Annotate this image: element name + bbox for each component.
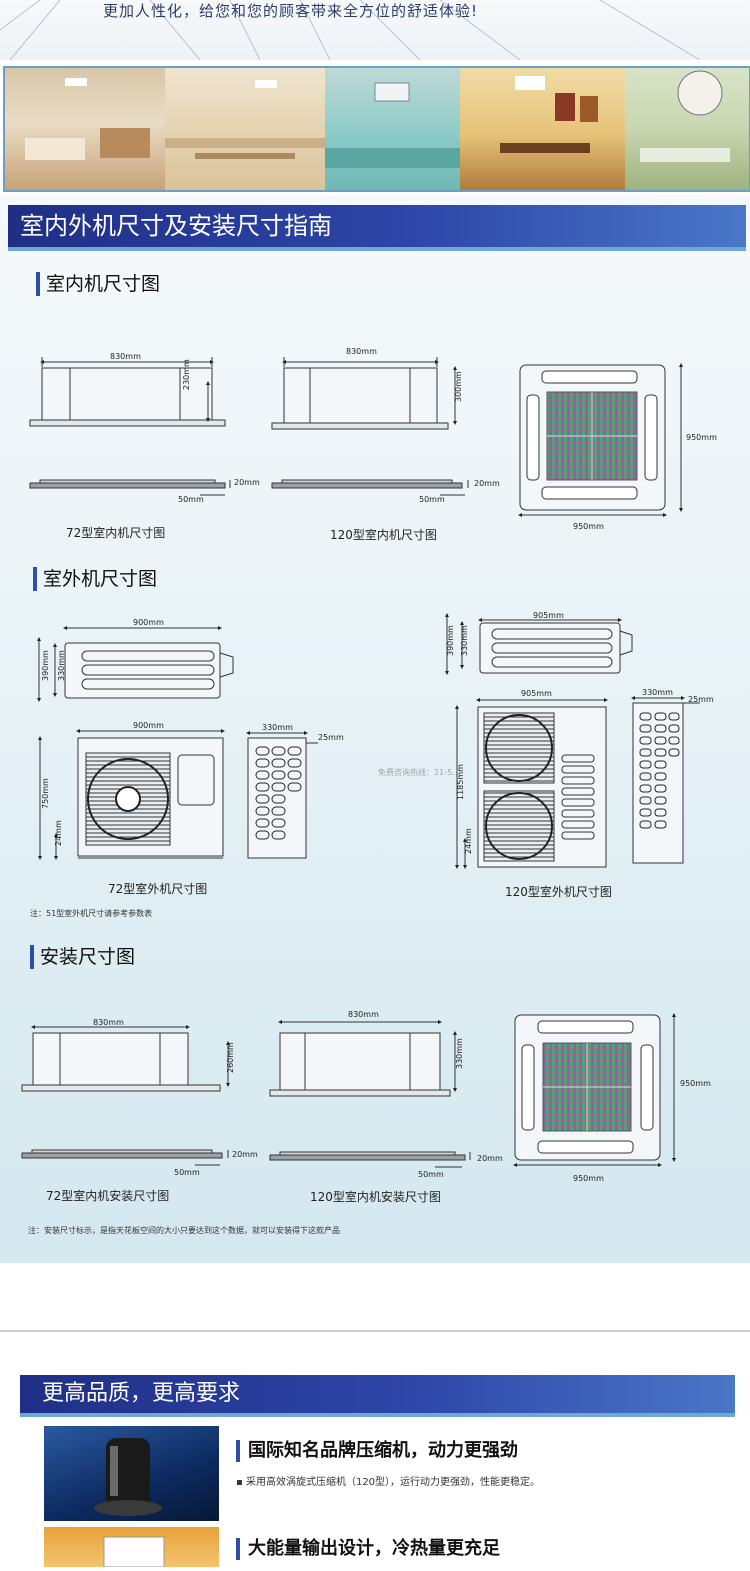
photo-strip <box>3 66 750 192</box>
outdoor120-front-width-label: 905mm <box>521 689 552 698</box>
indoor-panel-width-label: 950mm <box>573 522 604 531</box>
photo-shopping-hall <box>325 68 460 190</box>
dimension-labels: 830mm 230mm 20mm 50mm 830mm 300mm 20mm 5… <box>41 347 717 1183</box>
indoor120-caption: 120型室内机尺寸图 <box>330 528 437 542</box>
feature-output-title: 大能量输出设计，冷热量更充足 <box>236 1538 500 1560</box>
outdoor72-side-width-label: 330mm <box>262 723 293 732</box>
dimension-drawings: 830mm 230mm 20mm 50mm 830mm 300mm 20mm 5… <box>21 347 717 1183</box>
cassette-unit-photo <box>44 1527 219 1568</box>
indoor120-height-label: 300mm <box>454 371 463 402</box>
indoor-panel-height-label: 950mm <box>686 433 717 442</box>
photo-office-hall <box>165 68 325 190</box>
outdoor120-depth-outer-label: 390mm <box>446 625 455 656</box>
outdoor72-depth-inner-label: 330mm <box>57 650 66 681</box>
indoor72-thickness-label: 20mm <box>234 478 260 487</box>
install72-edge-label: 50mm <box>174 1168 200 1177</box>
install120-edge-label: 50mm <box>418 1170 444 1179</box>
install-note: 注：安装尺寸标示，是指天花板空间的大小只要达到这个数据，就可以安装得下这款产品 <box>28 1226 340 1235</box>
outdoor120-height-label: 1185mm <box>456 764 465 800</box>
install120-height-label: 330mm <box>455 1038 464 1069</box>
outdoor72-depth-outer-label: 390mm <box>41 650 50 681</box>
photo-lounge <box>625 68 749 190</box>
indoor72-caption: 72型室内机尺寸图 <box>66 526 166 540</box>
quality-banner: 更高品质，更高要求 <box>20 1375 735 1413</box>
indoor72-height-label: 230mm <box>182 359 191 390</box>
install-panel-height-label: 950mm <box>680 1079 711 1088</box>
top-band: 更加人性化，给您和您的顾客带来全方位的舒适体验! <box>0 0 750 60</box>
photo-lobby <box>5 68 165 190</box>
outdoor120-side-lip-label: 25mm <box>688 695 714 704</box>
compressor-photo <box>44 1426 219 1521</box>
outdoor72-top-width-label: 900mm <box>133 618 164 627</box>
outdoor-note: 注：51型室外机尺寸请参考参数表 <box>30 909 153 918</box>
install72-front <box>21 1025 230 1092</box>
indoor72-width-label: 830mm <box>110 352 141 361</box>
feature-compressor-desc: ▪ 采用高效涡旋式压缩机（120型），运行动力更强劲，性能更稳定。 <box>236 1477 541 1488</box>
outdoor72-side-lip-label: 25mm <box>318 733 344 742</box>
size-guide-panel: 室内外机尺寸及安装尺寸指南 室内机尺寸图 室外机尺寸图 安装尺寸图 72型室内机… <box>0 195 750 1263</box>
install-panel-width-label: 950mm <box>573 1174 604 1183</box>
install120-caption: 120型室内机安装尺寸图 <box>310 1190 441 1204</box>
install-title: 安装尺寸图 <box>30 945 135 969</box>
install72-width-label: 830mm <box>93 1018 124 1027</box>
decorative-lines <box>0 0 701 60</box>
indoor72-side <box>29 479 231 496</box>
install72-thickness-label: 20mm <box>232 1150 258 1159</box>
indoor120-edge-label: 50mm <box>419 495 445 504</box>
outdoor120-caption: 120型室外机尺寸图 <box>505 885 612 899</box>
outdoor-title: 室外机尺寸图 <box>33 567 157 591</box>
slogan: 更加人性化，给您和您的顾客带来全方位的舒适体验! <box>103 2 479 20</box>
indoor120-thickness-label: 20mm <box>474 479 500 488</box>
outdoor120-foot-label: 24mm <box>464 828 473 854</box>
outdoor72-front-width-label: 900mm <box>133 721 164 730</box>
photo-restaurant <box>460 68 625 190</box>
outdoor72-front <box>38 729 225 860</box>
guide-banner: 室内外机尺寸及安装尺寸指南 <box>8 205 746 247</box>
install120-thickness-label: 20mm <box>477 1154 503 1163</box>
install72-caption: 72型室内机安装尺寸图 <box>46 1189 170 1203</box>
outdoor72-side <box>246 731 318 859</box>
install-panel-top <box>513 1013 676 1167</box>
outdoor120-depth-inner-label: 330mm <box>460 625 469 656</box>
indoor-title: 室内机尺寸图 <box>36 272 160 296</box>
indoor72-edge-label: 50mm <box>178 495 204 504</box>
install120-side <box>269 1151 471 1168</box>
install120-front <box>269 1020 457 1097</box>
outdoor72-top <box>37 626 234 702</box>
outdoor72-height-label: 750mm <box>41 778 50 809</box>
outdoor120-top-width-label: 905mm <box>533 611 564 620</box>
outdoor120-top <box>445 613 633 675</box>
quality-banner-accent <box>20 1413 735 1417</box>
indoor72-front <box>29 357 226 427</box>
outdoor120-side <box>631 696 700 864</box>
install120-width-label: 830mm <box>348 1010 379 1019</box>
indoor120-width-label: 830mm <box>346 347 377 356</box>
indoor120-front <box>271 357 457 430</box>
install72-side <box>21 1149 229 1166</box>
outdoor120-front <box>455 698 608 869</box>
outdoor72-caption: 72型室外机尺寸图 <box>108 882 208 896</box>
indoor120-side <box>271 479 469 496</box>
guide-banner-accent <box>8 247 746 251</box>
quality-panel: 更高品质，更高要求 国际知名品牌压缩机，动力更强劲 ▪ 采用高效涡旋式压缩机（1… <box>0 1330 750 1568</box>
install72-height-label: 260mm <box>226 1042 235 1073</box>
hotline-watermark: 免费咨询热线：21-5... <box>378 767 460 777</box>
indoor-panel-top <box>518 363 683 517</box>
outdoor72-foot-label: 24mm <box>54 820 63 846</box>
feature-compressor-title: 国际知名品牌压缩机，动力更强劲 <box>236 1440 518 1462</box>
outdoor120-side-width-label: 330mm <box>642 688 673 697</box>
